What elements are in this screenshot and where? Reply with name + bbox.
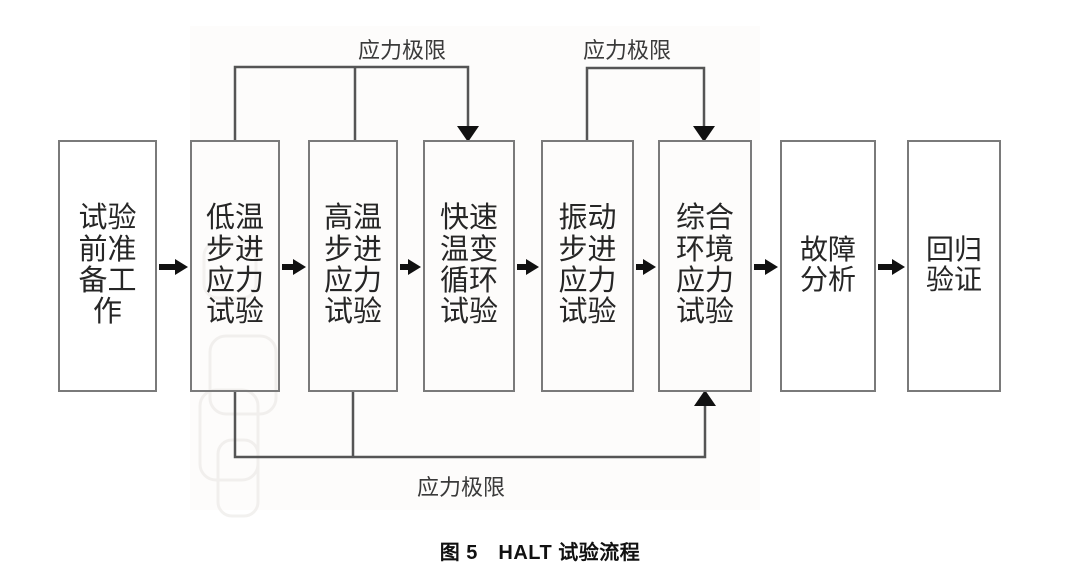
- process-box-label: 振动 步进 应力 试验: [558, 202, 617, 329]
- loop-label-stress-limit-top-right: 应力极限: [583, 38, 672, 63]
- process-box-pre-test-prep[interactable]: 试验 前准 备工 作: [58, 140, 157, 392]
- arrow-combined-to-failure: [754, 259, 778, 275]
- process-box-label: 高温 步进 应力 试验: [323, 202, 382, 329]
- process-box-regression-verify[interactable]: 回归 验证: [907, 140, 1001, 392]
- arrow-cycle-to-vibration: [517, 259, 539, 275]
- process-box-label: 综合 环境 应力 试验: [675, 202, 734, 329]
- figure-caption: 图 5 HALT 试验流程: [439, 542, 641, 564]
- process-box-combined-env-stress[interactable]: 综合 环境 应力 试验: [658, 140, 752, 392]
- arrow-prep-to-lowtemp: [159, 259, 188, 275]
- process-box-label: 低温 步进 应力 试验: [205, 202, 264, 329]
- process-box-label: 试验 前准 备工 作: [78, 202, 137, 329]
- loop-label-stress-limit-top-left: 应力极限: [358, 38, 447, 63]
- process-box-rapid-temp-cycle[interactable]: 快速 温变 循环 试验: [423, 140, 515, 392]
- arrow-lowtemp-to-hightemp: [282, 259, 306, 275]
- process-box-vibration-step-stress[interactable]: 振动 步进 应力 试验: [541, 140, 634, 392]
- arrow-vibration-to-combined: [636, 259, 656, 275]
- process-box-label: 故障 分析: [799, 234, 856, 296]
- process-box-low-temp-step-stress[interactable]: 低温 步进 应力 试验: [190, 140, 280, 392]
- loop-label-stress-limit-bottom: 应力极限: [417, 475, 506, 500]
- process-box-failure-analysis[interactable]: 故障 分析: [780, 140, 876, 392]
- arrow-hightemp-to-cycle: [400, 259, 421, 275]
- process-box-high-temp-step-stress[interactable]: 高温 步进 应力 试验: [308, 140, 398, 392]
- process-box-label: 回归 验证: [925, 234, 982, 296]
- process-box-label: 快速 温变 循环 试验: [439, 202, 498, 329]
- arrow-failure-to-regression: [878, 259, 905, 275]
